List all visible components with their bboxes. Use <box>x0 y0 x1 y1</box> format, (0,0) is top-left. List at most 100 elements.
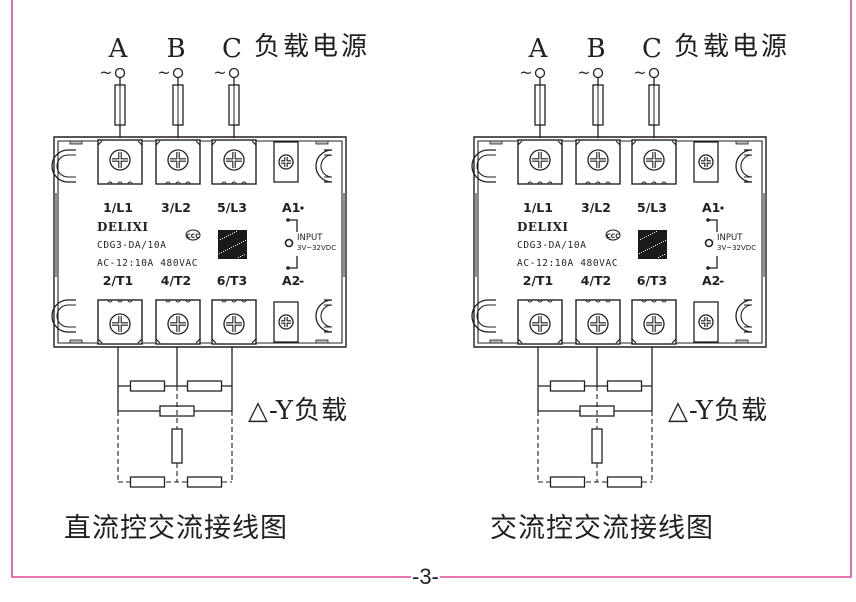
qr-code-dot <box>647 249 648 250</box>
line-terminal-label: 3/L2 <box>161 200 191 215</box>
positive-dot-icon <box>300 206 304 210</box>
input-range-label: 3V~32VDC <box>717 244 756 252</box>
input-node <box>706 266 710 270</box>
screw-head <box>587 149 609 171</box>
terminal-dimple <box>117 181 123 185</box>
terminal-dimple <box>641 181 647 185</box>
qr-code-dot <box>233 246 234 247</box>
load-type-label: △-Y负载 <box>248 396 348 426</box>
supply-terminal-icon <box>592 67 604 79</box>
qr-code-dot <box>646 236 647 237</box>
qr-code-dot <box>240 256 241 257</box>
supply-phase-label-c: C <box>642 34 662 64</box>
screw-cross <box>646 152 662 168</box>
terminal-dimple <box>527 181 533 185</box>
terminal-dimple <box>605 181 611 185</box>
screw-icon <box>698 154 714 170</box>
screw-cross <box>112 316 128 332</box>
qr-code-dot <box>645 250 646 251</box>
qr-code-dot <box>219 253 220 254</box>
load-resistor-icon <box>549 476 586 488</box>
screw-icon <box>109 149 131 171</box>
qr-code-icon <box>638 230 667 259</box>
screw-icon <box>643 149 665 171</box>
qr-code-dot <box>661 242 662 243</box>
ccc-outline <box>185 229 201 241</box>
load-resistor-icon <box>129 476 166 488</box>
qr-code-dot <box>648 235 649 236</box>
terminal-notch <box>631 338 677 344</box>
screw-head <box>643 149 665 171</box>
line-terminal-label: 5/L3 <box>637 200 667 215</box>
ccc-outline <box>605 229 621 241</box>
qr-code-dot <box>243 241 244 242</box>
screw-icon <box>167 313 189 335</box>
supply-label: 负载电源 <box>674 32 790 62</box>
qr-code-dot <box>232 233 233 234</box>
qr-code-dot <box>225 250 226 251</box>
mounting-slot-top-right-inner <box>320 154 333 178</box>
load-resistor-icon <box>591 428 603 464</box>
qr-code-icon <box>218 230 247 259</box>
ac-tilde-symbol: ~ <box>157 63 170 82</box>
screw-cross <box>646 316 662 332</box>
screw-head <box>167 313 189 335</box>
mounting-slot-bottom-left-inner <box>56 304 76 328</box>
terminal-notch <box>211 338 257 344</box>
control-terminal-bottom <box>273 301 299 343</box>
terminal-dimple <box>661 299 667 303</box>
relay-housing-outer <box>473 136 767 348</box>
screw-icon <box>643 313 665 335</box>
terminal-notch <box>517 338 563 344</box>
qr-code-dot <box>642 238 643 239</box>
screw-cross <box>281 317 291 327</box>
input-wire-top <box>708 219 718 232</box>
ccc-certification-icon: CCC <box>605 229 621 241</box>
rating-label: AC-12:10A 480VAC <box>517 258 618 269</box>
model-label: CDG3-DA/10A <box>97 240 167 251</box>
qr-code-dot <box>226 236 227 237</box>
terminal-dimple <box>231 181 237 185</box>
qr-code-dot <box>237 244 238 245</box>
load-terminal-1 <box>97 299 143 345</box>
model-label: CDG3-DA/10A <box>517 240 587 251</box>
line-terminal-1 <box>97 139 143 185</box>
mounting-slot-top-right <box>315 149 333 183</box>
brand-label: DELIXI <box>517 220 569 234</box>
housing-tab <box>315 140 329 145</box>
line-terminal-2 <box>575 139 621 185</box>
mounting-slot-bottom-right-inner <box>740 304 753 328</box>
qr-code-block <box>218 230 247 259</box>
qr-code-dot <box>245 240 246 241</box>
qr-code-dot <box>222 238 223 239</box>
housing-tab <box>735 140 749 145</box>
terminal-dimple <box>241 181 247 185</box>
load-resistor-icon <box>129 380 166 392</box>
control-terminal-bottom <box>693 301 719 343</box>
terminal-dimple <box>595 299 601 303</box>
supply-phase-label-a: A <box>528 34 549 64</box>
qr-code-dot <box>221 252 222 253</box>
screw-cross <box>701 317 711 327</box>
screw-icon <box>278 154 294 170</box>
terminal-dimple <box>185 181 191 185</box>
rating-label: AC-12:10A 480VAC <box>97 258 198 269</box>
ccc-certification-icon: CCC <box>185 229 201 241</box>
line-terminal-label: 5/L3 <box>217 200 247 215</box>
qr-code-dot <box>658 257 659 258</box>
qr-code-dot <box>652 233 653 234</box>
screw-head <box>529 149 551 171</box>
terminal-dimple <box>605 299 611 303</box>
load-resistor-icon <box>606 476 643 488</box>
line-terminal-label: 3/L2 <box>581 200 611 215</box>
qr-code-dot <box>223 251 224 252</box>
load-terminal-label: 2/T1 <box>523 273 554 288</box>
qr-code-dot <box>242 255 243 256</box>
screw-icon <box>278 314 294 330</box>
line-terminal-3 <box>211 139 257 185</box>
ccc-text: CCC <box>606 233 620 240</box>
terminal-dimple <box>175 181 181 185</box>
qr-code-dot <box>655 245 656 246</box>
terminal-dimple <box>107 299 113 303</box>
terminal-dimple <box>651 181 657 185</box>
